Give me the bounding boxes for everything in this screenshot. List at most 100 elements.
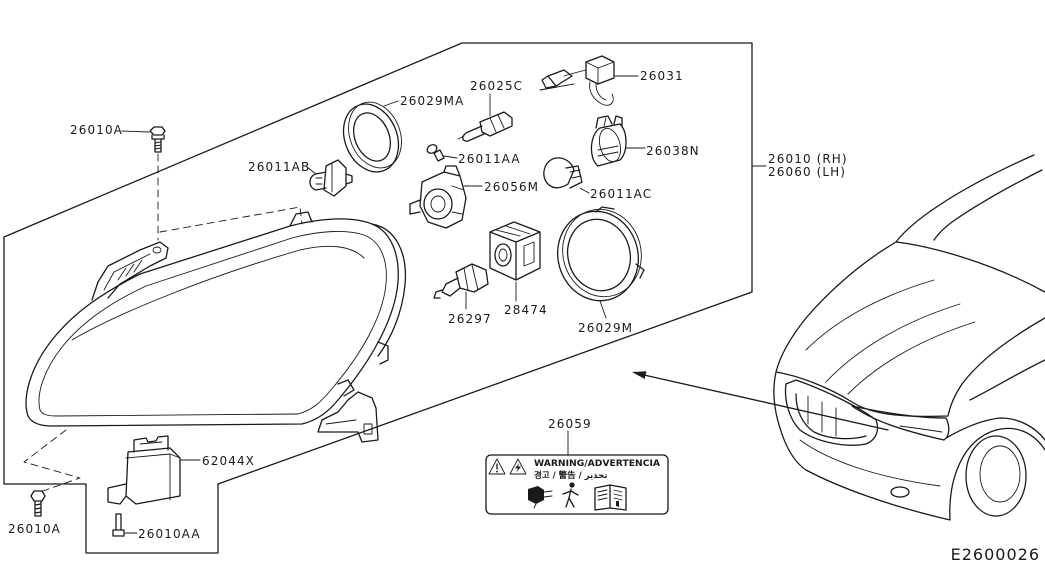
callout-label: 26059: [548, 417, 592, 431]
exploded-view-boundary: [3, 42, 753, 554]
headlamp-lens-inner-edge: [38, 231, 387, 417]
bulb-body: [433, 263, 489, 299]
socket-body: [462, 111, 513, 142]
ring-inner: [353, 112, 391, 162]
box-detail: [495, 225, 535, 267]
leader-line: [579, 187, 590, 194]
harness-wire: [539, 61, 615, 106]
headlamp-assembly: [25, 211, 407, 443]
socket-detail: [457, 114, 505, 140]
socket-detail: [597, 117, 619, 157]
callout-label: 26297: [448, 312, 492, 326]
ring-rim: [348, 101, 402, 169]
arrow-head: [632, 371, 647, 379]
headlamp-housing: [91, 211, 407, 443]
figure-code: E2600026: [951, 545, 1040, 564]
person-icon: [562, 482, 579, 508]
warning-label: WARNING/ADVERTENCIA 경고 / 警告 / تحذير: [485, 454, 669, 515]
wheel-rim: [979, 445, 1021, 503]
callout-label: 26010A: [70, 123, 123, 137]
shock-triangle-outline: [509, 458, 527, 475]
grille-bars: [807, 395, 837, 437]
warning-label-title: WARNING/ADVERTENCIA: [534, 459, 660, 469]
assembly-dashed-line: [23, 153, 303, 493]
book-outline: [594, 484, 627, 511]
ring-tab: [595, 206, 645, 279]
part-26025C: [457, 111, 513, 142]
bolt-head: [149, 126, 166, 153]
callout-label: 26010A: [8, 522, 61, 536]
socket-body: [590, 115, 627, 167]
ring-rim: [562, 208, 642, 298]
unit-detail: [451, 185, 465, 215]
person-head: [569, 482, 575, 488]
callout-label: 26011AB: [248, 160, 310, 174]
callout-label: 26031: [640, 69, 684, 83]
callout-label: 26010AA: [138, 527, 201, 541]
part-62044X: [107, 435, 181, 505]
warning-label-border: [485, 454, 669, 515]
callout-label: 26056M: [484, 180, 539, 194]
unit-hub: [430, 195, 446, 213]
leader-line: [599, 300, 607, 319]
bulb-detail: [463, 264, 479, 291]
callout-label: 28474: [504, 303, 548, 317]
bolt-thread: [154, 141, 162, 150]
callout-label: 26029MA: [400, 94, 464, 108]
ring-outer: [556, 210, 640, 302]
headlamp-lens-outline: [25, 218, 399, 427]
plug-prongs: [533, 490, 553, 509]
fog-lamp: [890, 486, 910, 498]
part-26011AC: [543, 157, 583, 189]
leader-line: [383, 100, 399, 107]
unit-body: [409, 165, 467, 229]
callout-label: 26010 (RH): [768, 152, 848, 166]
arrow-shaft: [643, 374, 889, 431]
part-26029M: [556, 206, 645, 302]
warning-label-subtitle: 경고 / 警告 / تحذير: [534, 470, 607, 481]
harness-connector: [541, 55, 615, 89]
book-lines: [597, 489, 623, 501]
bulb-detail: [315, 163, 333, 193]
part-26038N: [590, 115, 627, 167]
book-info-mark: [616, 501, 619, 507]
vehicle-body-lines: [773, 154, 1045, 521]
plug-hand-icon: [528, 486, 553, 509]
mounting-hole: [152, 246, 162, 254]
callout-label: 62044X: [202, 454, 255, 468]
lightning-bolt: [515, 463, 521, 473]
box-port: [494, 243, 512, 267]
plug-shape: [528, 486, 544, 504]
bolt-top: [149, 126, 166, 153]
part-26011AA: [426, 144, 445, 162]
part-26011AB: [309, 159, 353, 197]
part-26056M: [409, 165, 467, 229]
front-wheel: [965, 435, 1027, 517]
part-28474: [489, 221, 541, 281]
callout-label: 26025C: [470, 79, 523, 93]
warning-triangle-outline: [488, 458, 506, 475]
callout-label: 26038N: [646, 144, 700, 158]
bulb-detail: [569, 169, 582, 179]
bolt-bottom: [112, 513, 125, 537]
part-26297: [433, 263, 489, 299]
location-arrow: [632, 371, 889, 431]
manual-book-icon: [594, 484, 627, 511]
box-port-inner: [498, 248, 508, 262]
module-body: [107, 435, 181, 505]
bolt-bottom-left: [30, 490, 46, 517]
bulb-glass: [543, 157, 583, 189]
warning-triangle-icon: [488, 458, 506, 475]
person-body: [562, 488, 579, 508]
vehicle-headlamp: [851, 405, 950, 441]
leader-line: [443, 155, 458, 159]
callout-label: 26029M: [578, 321, 633, 335]
vehicle-grille: [784, 379, 879, 446]
vehicle-headlamp-detail: [899, 425, 943, 433]
leader-line: [306, 166, 317, 175]
electric-shock-warning-icon: [509, 458, 527, 475]
ring-inner: [566, 218, 632, 292]
vehicle-front-view: [773, 154, 1045, 521]
callout-label: 26011AA: [458, 152, 521, 166]
